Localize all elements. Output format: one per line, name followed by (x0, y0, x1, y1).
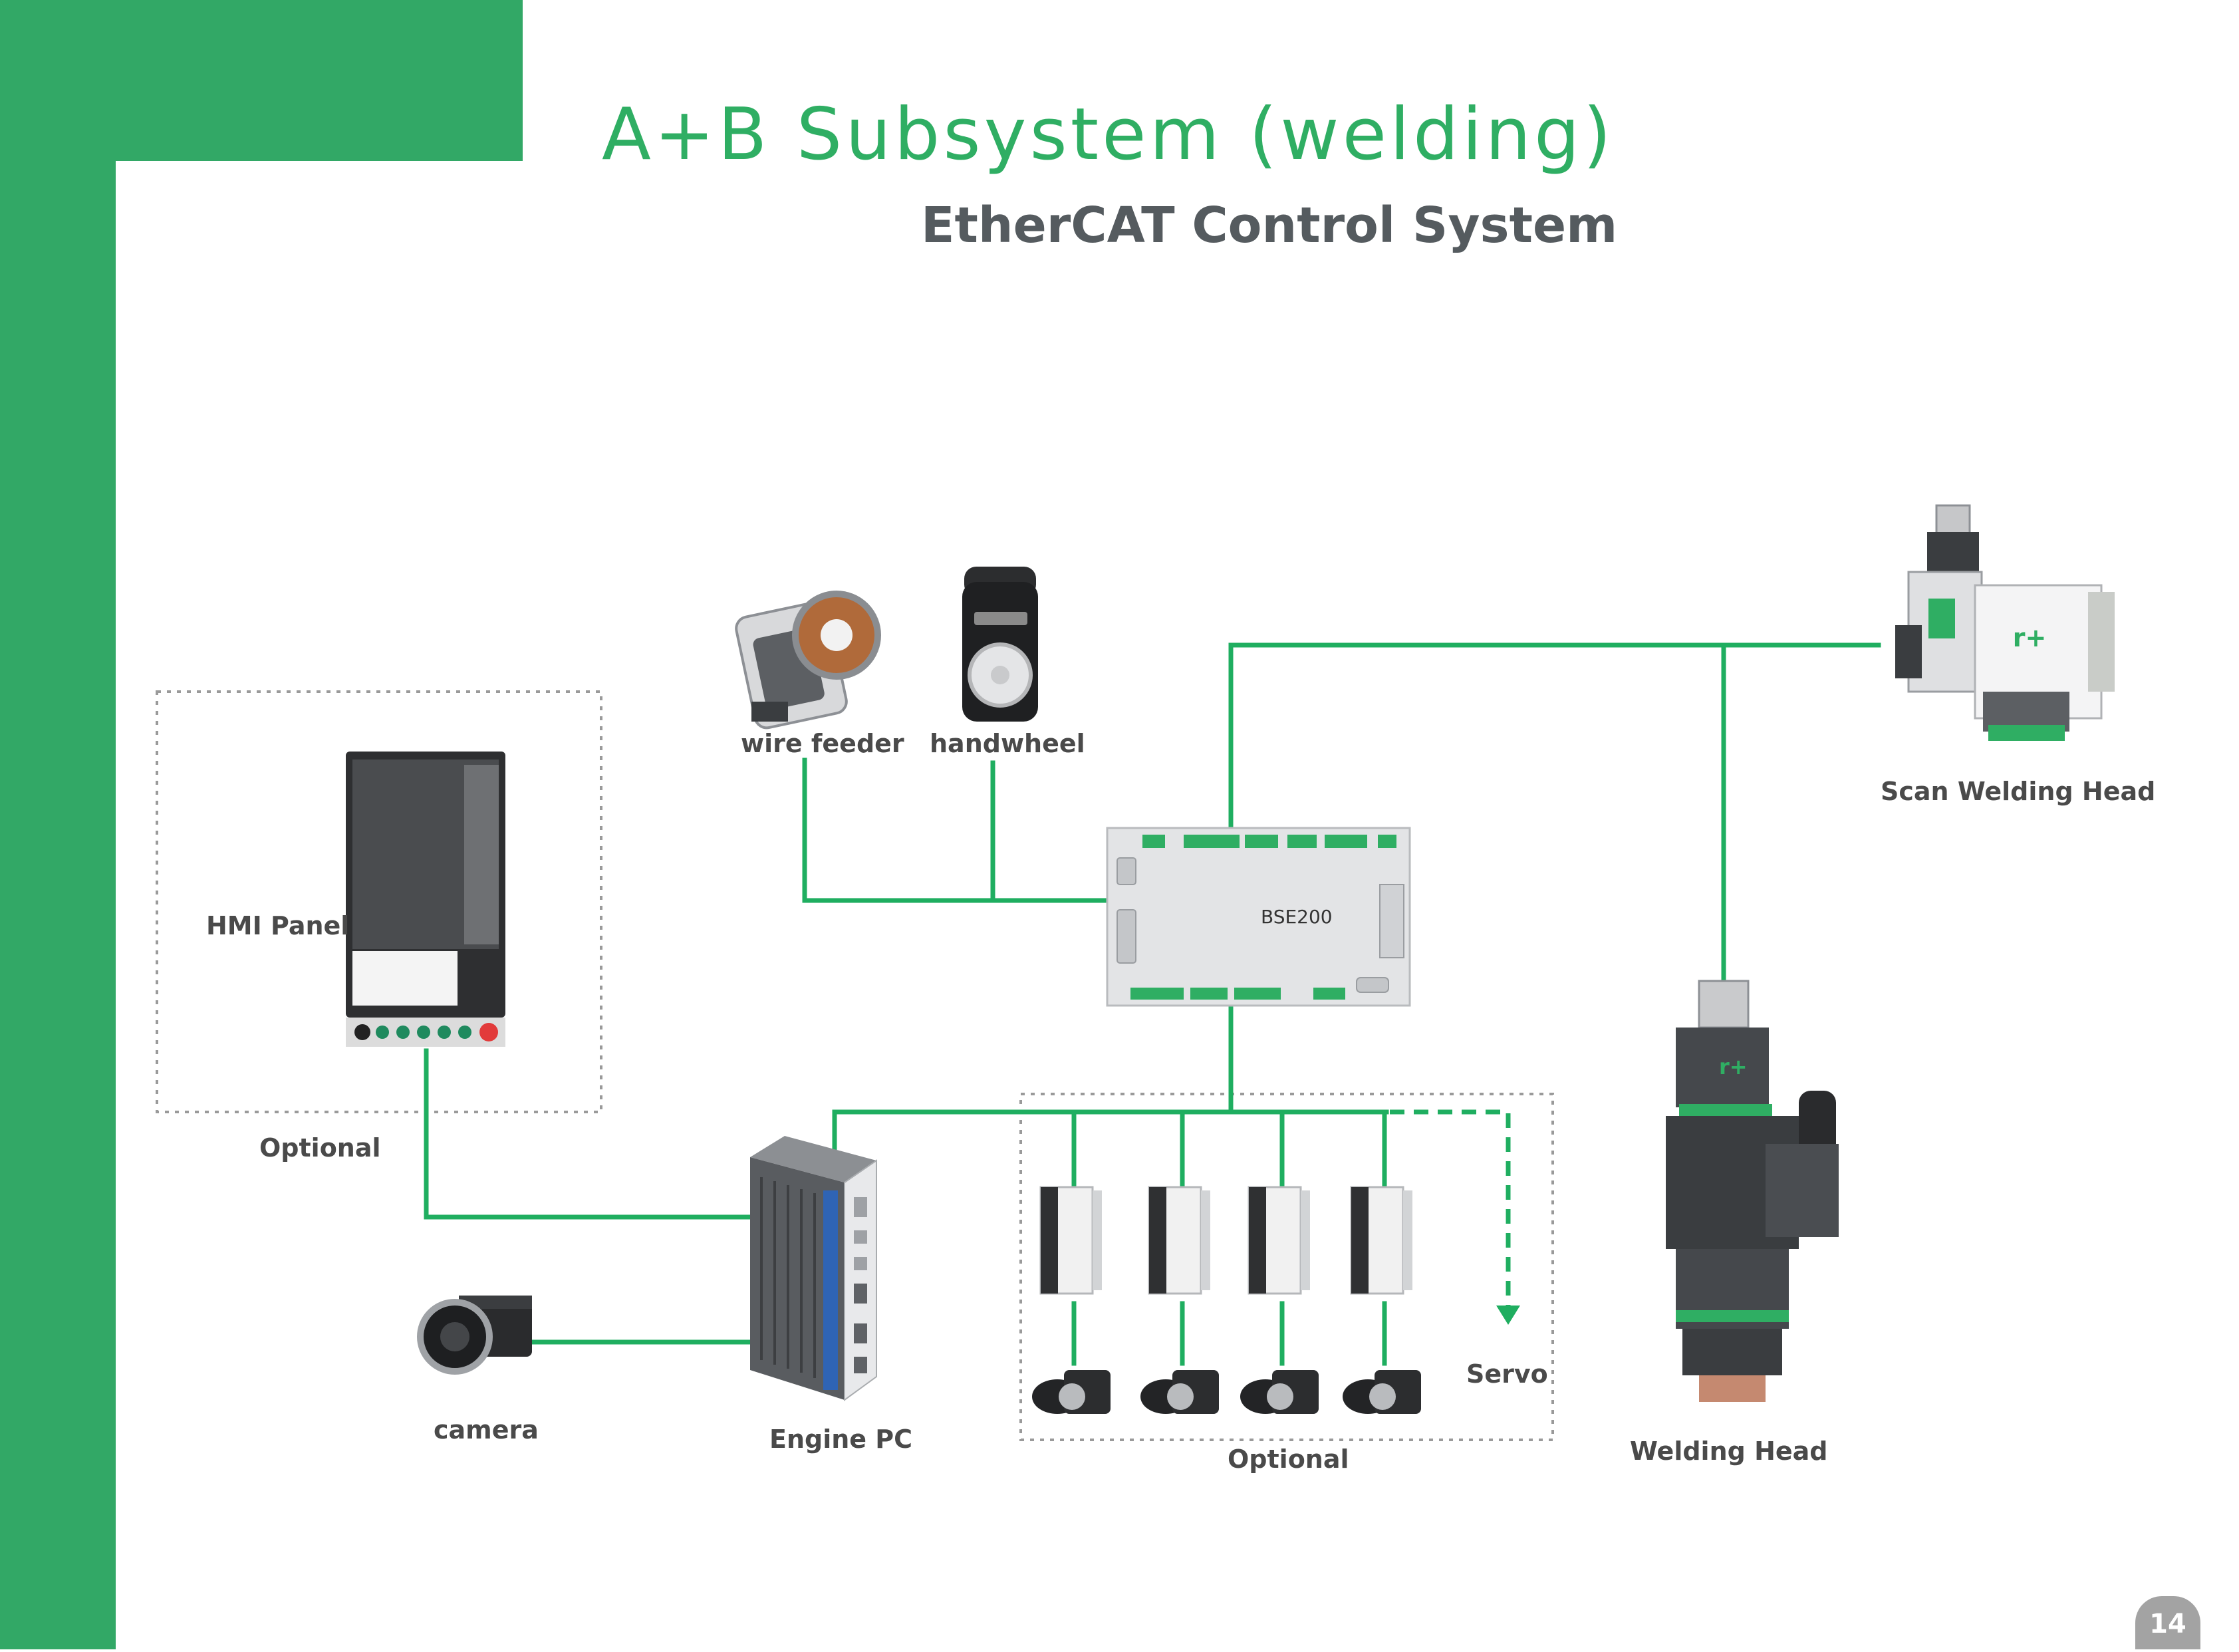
servo-drive-icon (1039, 1186, 1102, 1295)
label-scan-welding-head: Scan Welding Head (1881, 777, 2156, 806)
servo-motor-icon (1240, 1370, 1319, 1414)
label-servo: Servo (1466, 1359, 1548, 1389)
bse200-controller-icon (1106, 827, 1411, 1007)
servo-drive-icon (1248, 1186, 1310, 1295)
scan-welding-head-icon: r+ (1895, 504, 2115, 741)
label-controller-model: BSE200 (1261, 906, 1333, 928)
label-welding-head: Welding Head (1630, 1437, 1828, 1466)
optional-extension-dashed (1390, 1109, 1511, 1307)
wire-feeder-link (802, 757, 1110, 903)
servo-drive-icon (1350, 1186, 1412, 1295)
handwheel-icon (962, 567, 1038, 722)
dashed-arrowhead (1496, 1306, 1520, 1325)
wire-feeder-icon (735, 591, 881, 730)
hmi-link (424, 1048, 754, 1220)
connection-lines (424, 642, 1881, 1366)
label-optional-hmi: Optional (259, 1133, 381, 1163)
hmi-optional-group (156, 690, 602, 1113)
label-optional-servo: Optional (1228, 1445, 1349, 1474)
camera-icon (417, 1296, 532, 1375)
label-engine-pc: Engine PC (769, 1425, 913, 1454)
page-subtitle: EtherCAT Control System (921, 197, 1618, 254)
label-wire-feeder: wire feeder (741, 729, 904, 758)
green-top-block (0, 0, 523, 161)
label-camera: camera (434, 1415, 539, 1445)
welding-head-icon: r+ (1666, 980, 1839, 1402)
svg-text:r+: r+ (2013, 623, 2047, 652)
servo-motor-icon (1343, 1370, 1421, 1414)
page-number: 14 (2135, 1596, 2200, 1649)
hmi-panel-icon (346, 752, 505, 1047)
engine-pc-icon (750, 1136, 877, 1401)
svg-text:r+: r+ (1719, 1054, 1748, 1079)
servo-drive-icon (1148, 1186, 1210, 1295)
scan-head-link (1228, 642, 1881, 831)
ethercat-bus (832, 1109, 1389, 1167)
green-side-band (0, 0, 116, 1649)
servo-motor-icon (1140, 1370, 1219, 1414)
servo-motor-icon (1032, 1370, 1111, 1414)
page-title: A+B Subsystem (welding) (602, 93, 1615, 176)
label-handwheel: handwheel (930, 729, 1085, 758)
label-hmi-panel: HMI Panel (206, 911, 350, 940)
